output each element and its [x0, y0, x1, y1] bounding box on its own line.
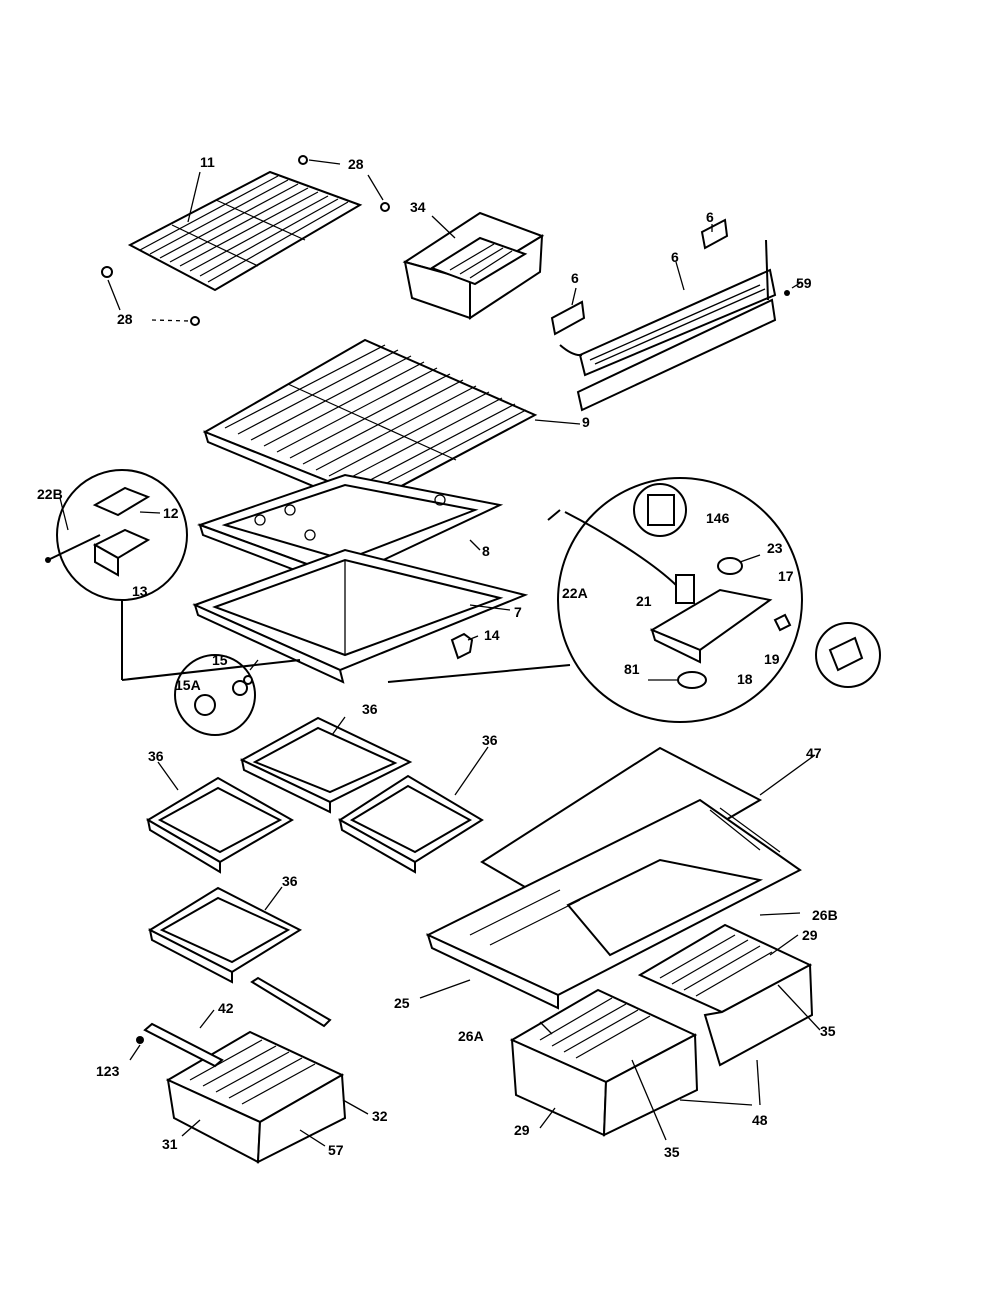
callout-11: 11: [200, 154, 215, 170]
callout-26B: 26B: [812, 907, 838, 923]
callout-123: 123: [96, 1063, 120, 1079]
ice-bin-part: [402, 211, 545, 320]
callout-36-left: 36: [148, 748, 164, 764]
callout-28-top: 28: [348, 156, 364, 172]
callout-81: 81: [624, 661, 640, 677]
callout-7: 7: [514, 604, 522, 620]
callout-12: 12: [163, 505, 179, 521]
glass-shelf-36-top: [239, 716, 413, 814]
lower-frame-part: [192, 548, 529, 684]
callout-26A: 26A: [458, 1028, 484, 1044]
callout-29-right: 29: [802, 927, 818, 943]
callout-35-right: 35: [820, 1023, 836, 1039]
callout-22A: 22A: [562, 585, 588, 601]
callout-23: 23: [767, 540, 783, 556]
callout-146: 146: [706, 510, 730, 526]
crisper-frame-part: [425, 798, 802, 1010]
callout-6-upper: 6: [706, 209, 714, 225]
wire-shelf-part: [127, 170, 363, 292]
callout-34: 34: [410, 199, 426, 215]
glass-shelf-36-left: [146, 776, 295, 874]
callout-13: 13: [132, 583, 148, 599]
callout-15: 15: [212, 652, 228, 668]
crisper-drawer-right: [637, 923, 814, 1067]
glass-shelf-36-right: [338, 774, 484, 874]
callout-47: 47: [806, 745, 822, 761]
callout-36-right: 36: [482, 732, 498, 748]
callout-36-lower: 36: [282, 873, 298, 889]
callout-42: 42: [218, 1000, 234, 1016]
drawer-rail-part: [143, 976, 332, 1068]
callout-19: 19: [764, 651, 780, 667]
callout-22B: 22B: [37, 486, 63, 502]
glass-shelf-36-lower: [147, 886, 303, 984]
callout-18: 18: [737, 671, 753, 687]
thermostat-detail-circle: [815, 622, 881, 688]
callout-36-top: 36: [362, 701, 378, 717]
meat-drawer-part: [165, 1030, 347, 1164]
callout-59: 59: [796, 275, 812, 291]
callout-8: 8: [482, 543, 490, 559]
callout-6-left: 6: [571, 270, 579, 286]
callout-57: 57: [328, 1142, 344, 1158]
control-detail-circle: [557, 477, 803, 723]
callout-25: 25: [394, 995, 410, 1011]
callout-14: 14: [484, 627, 500, 643]
shelf-support-rail-part: [550, 218, 777, 412]
callout-28-bottom: 28: [117, 311, 133, 327]
callout-31: 31: [162, 1136, 178, 1152]
callout-6-rail: 6: [671, 249, 679, 265]
callout-32: 32: [372, 1108, 388, 1124]
callout-29-left: 29: [514, 1122, 530, 1138]
crisper-drawer-left: [509, 988, 699, 1137]
callout-17: 17: [778, 568, 794, 584]
light-switch-detail-circle: [45, 469, 188, 601]
callout-48: 48: [752, 1112, 768, 1128]
callout-15A: 15A: [175, 677, 201, 693]
callout-21: 21: [636, 593, 652, 609]
light-socket-detail-circle: [174, 654, 256, 736]
callout-35-left: 35: [664, 1144, 680, 1160]
callout-9: 9: [582, 414, 590, 430]
